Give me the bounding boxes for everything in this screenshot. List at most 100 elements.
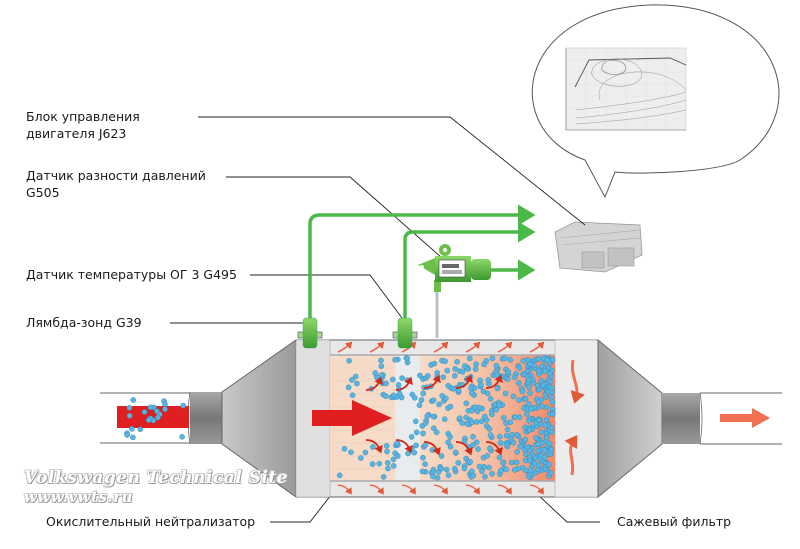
soot-particle bbox=[362, 449, 369, 456]
clean-exhaust-arrow bbox=[720, 408, 770, 428]
soot-particle bbox=[162, 401, 168, 408]
soot-particle bbox=[470, 442, 476, 448]
filtration-flow-arrow bbox=[455, 374, 473, 389]
soot-particle bbox=[459, 420, 465, 426]
bypass-flow-arrow bbox=[433, 341, 449, 353]
soot-particle bbox=[468, 385, 474, 392]
bypass-flow-arrow bbox=[465, 341, 481, 353]
soot-particle bbox=[357, 455, 364, 461]
soot-particle bbox=[535, 367, 542, 374]
soot-particle bbox=[538, 363, 545, 370]
soot-particle bbox=[385, 465, 391, 472]
soot-particle bbox=[420, 390, 427, 397]
bypass-flow-arrow bbox=[497, 484, 512, 495]
soot-particle bbox=[520, 358, 527, 364]
filtration-flow-arrow bbox=[485, 374, 503, 389]
soot-particle bbox=[538, 378, 545, 384]
soot-particle bbox=[476, 463, 483, 470]
soot-particle bbox=[542, 368, 549, 374]
soot-particle bbox=[399, 375, 405, 381]
soot-particle bbox=[443, 466, 450, 473]
soot-particle bbox=[162, 406, 168, 413]
soot-particle bbox=[378, 363, 385, 370]
soot-particle bbox=[349, 392, 356, 399]
soot-particle bbox=[463, 414, 469, 421]
soot-particle bbox=[416, 402, 423, 409]
soot-particle bbox=[445, 439, 452, 446]
soot-particle bbox=[137, 426, 143, 433]
soot-particle bbox=[500, 460, 506, 466]
bypass-flow-arrow bbox=[369, 341, 385, 353]
soot-particle bbox=[469, 390, 475, 396]
soot-particle bbox=[496, 433, 503, 440]
exhaust-flow-arrow bbox=[312, 400, 392, 436]
soot-particle bbox=[493, 406, 500, 413]
soot-particle bbox=[524, 368, 530, 374]
soot-particle bbox=[126, 412, 133, 419]
bypass-flow-arrow bbox=[433, 484, 448, 495]
soot-particle bbox=[418, 397, 425, 403]
soot-particle bbox=[522, 436, 529, 443]
soot-particle bbox=[456, 415, 463, 422]
filtration-flow-arrow bbox=[365, 439, 383, 454]
outlet-pipe bbox=[662, 392, 782, 445]
temp-signal-line bbox=[403, 221, 536, 320]
lambda-signal-line bbox=[308, 204, 536, 320]
soot-particle bbox=[512, 414, 518, 420]
soot-particle bbox=[503, 432, 510, 439]
soot-particle bbox=[496, 454, 503, 461]
soot-particle bbox=[510, 393, 517, 400]
soot-particle bbox=[461, 465, 468, 472]
soot-particle bbox=[444, 367, 451, 374]
pressure-sensor-label: Датчик разности давлений G505 bbox=[26, 167, 206, 201]
soot-particle bbox=[494, 372, 500, 378]
soot-particle bbox=[493, 362, 500, 369]
soot-particle bbox=[369, 461, 376, 467]
soot-particle bbox=[516, 365, 523, 371]
soot-particle bbox=[390, 456, 397, 463]
soot-particle bbox=[507, 356, 514, 363]
soot-particle bbox=[383, 393, 389, 400]
soot-particle bbox=[541, 422, 548, 429]
soot-particle bbox=[469, 419, 475, 426]
ecu-unit bbox=[554, 221, 643, 273]
soot-particle bbox=[514, 449, 521, 455]
soot-particle bbox=[544, 357, 551, 363]
bypass-flow-arrow bbox=[529, 484, 544, 495]
soot-particle bbox=[433, 429, 440, 436]
soot-particle bbox=[503, 466, 509, 473]
soot-particle bbox=[549, 411, 556, 418]
soot-particle bbox=[473, 361, 479, 368]
watermark-url: www.vwts.ru bbox=[24, 488, 133, 506]
soot-particle bbox=[524, 411, 530, 417]
soot-particle bbox=[440, 374, 447, 380]
bypass-flow-arrow bbox=[529, 341, 545, 353]
soot-particle bbox=[511, 466, 518, 473]
soot-particle bbox=[345, 384, 352, 391]
soot-particle bbox=[370, 444, 376, 450]
soot-particle bbox=[527, 467, 534, 474]
soot-particle bbox=[412, 418, 419, 425]
soot-particle bbox=[508, 459, 515, 466]
soot-particle bbox=[546, 440, 553, 447]
soot-particle bbox=[155, 414, 161, 421]
bypass-flow-arrow bbox=[337, 341, 353, 353]
soot-particle bbox=[354, 380, 360, 387]
soot-particle bbox=[535, 462, 542, 469]
soot-particle bbox=[549, 429, 555, 435]
soot-particle bbox=[422, 420, 429, 427]
soot-particle bbox=[481, 361, 487, 368]
soot-particle bbox=[524, 444, 531, 450]
soot-particle bbox=[179, 433, 185, 440]
soot-particle bbox=[341, 445, 348, 452]
soot-particle bbox=[424, 373, 431, 379]
soot-particle bbox=[376, 460, 383, 467]
soot-particle bbox=[543, 404, 550, 411]
soot-particle bbox=[542, 466, 548, 472]
soot-particle bbox=[394, 453, 401, 459]
soot-particle bbox=[420, 454, 426, 461]
soot-particle bbox=[484, 390, 491, 397]
soot-particle bbox=[420, 430, 426, 437]
temp-sensor-g495 bbox=[392, 317, 418, 349]
soot-particle bbox=[528, 406, 535, 412]
